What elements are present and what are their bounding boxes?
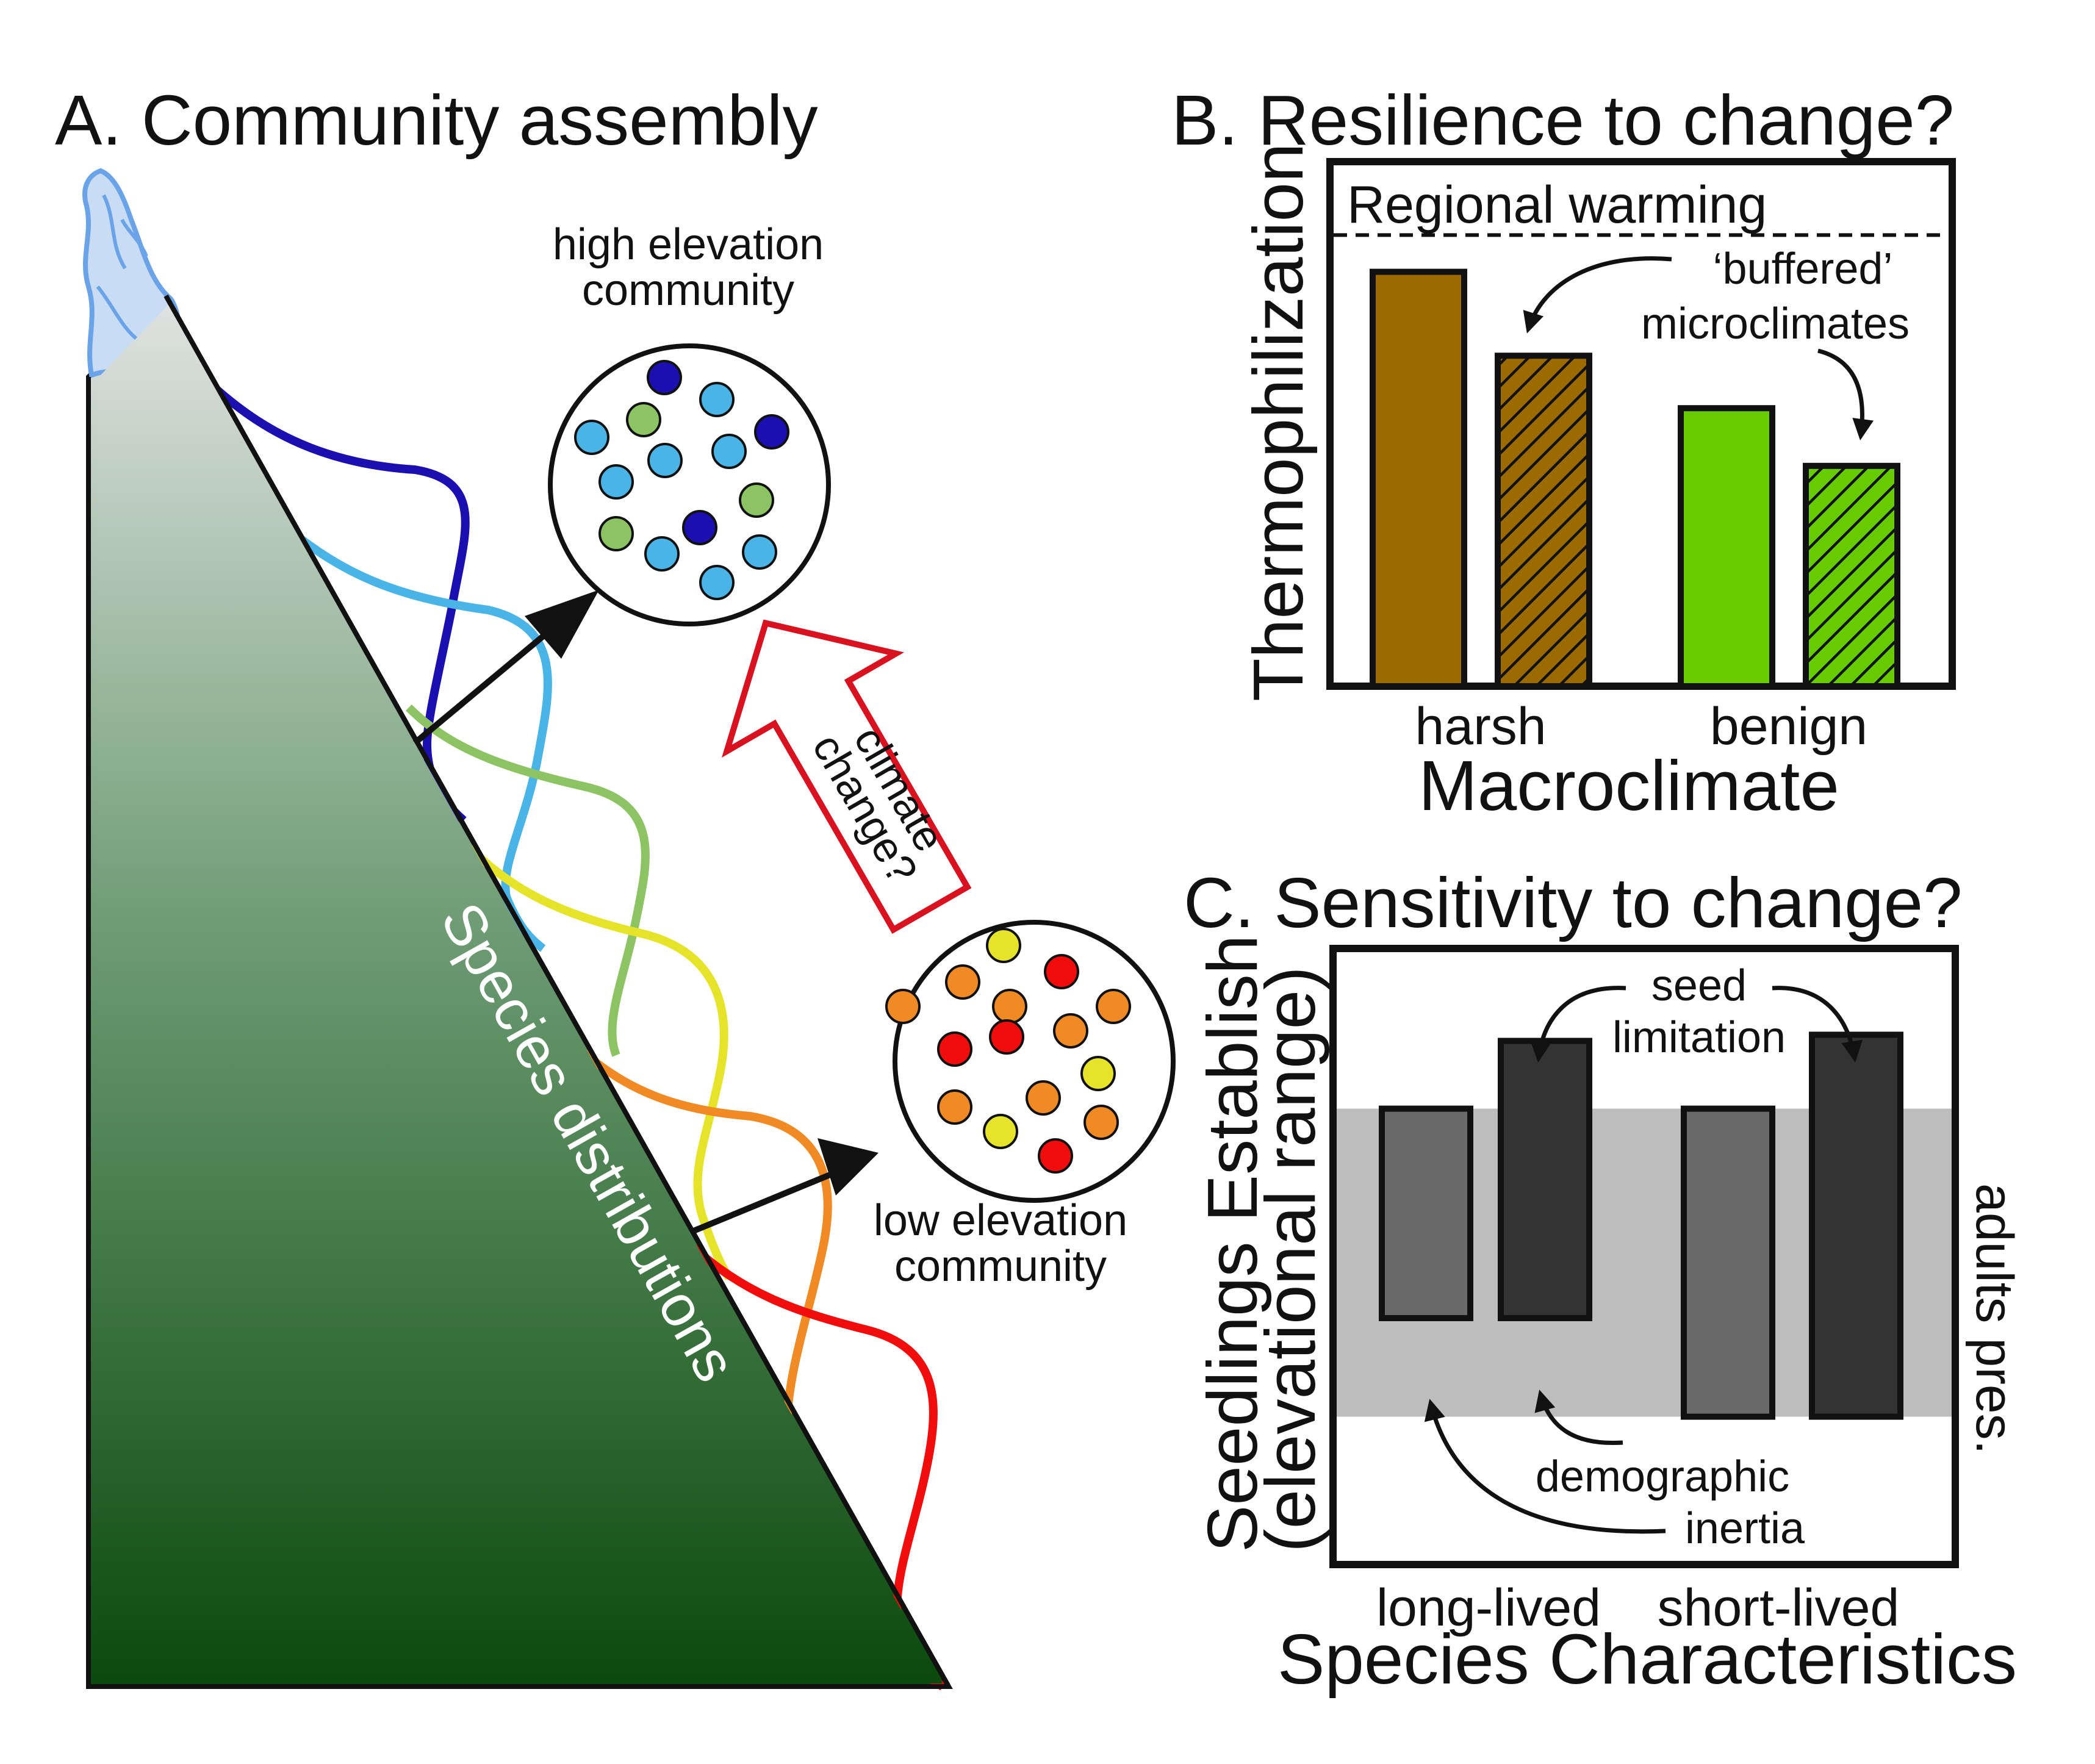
species-dot [644,536,680,572]
panel-b-title: B. Resilience to change? [1171,81,1954,160]
species-dot [986,928,1021,963]
species-dot [1053,1013,1088,1049]
species-dot [992,989,1027,1024]
species-dot [742,534,777,570]
species-dot [1083,1105,1119,1140]
x-tick-label: benign [1710,697,1867,756]
species-dot [574,420,609,455]
panel-c-title: C. Sensitivity to change? [1184,863,1963,942]
demo-arrow-right [1534,1389,1623,1446]
panel-c-ylabel-2: (elevational range) [1251,966,1330,1552]
mountain-frame [86,377,949,1689]
seed-label-1: seed [1651,961,1747,1010]
buffered-label-2: microclimates [1641,299,1910,348]
species-dot [937,1031,972,1067]
climate-change-arrow: climate change? [721,619,972,934]
high-community-dots [574,360,789,600]
species-dot [739,482,774,518]
panel-c-right-label: adults pres. [1965,1183,2024,1455]
demo-label-2: inertia [1685,1504,1805,1553]
species-dot [647,443,683,478]
panel-c-chart: long-lived short-lived [1337,1031,1952,1637]
panel-b-xlabel: Macroclimate [1418,746,1839,825]
panel-c: C. Sensitivity to change? long-lived shor… [1184,863,2024,1699]
demo-arrow-left [1424,1399,1666,1534]
species-dot [699,565,735,600]
species-dot [1044,954,1079,989]
reference-line-label: Regional warming [1347,176,1767,234]
x-tick-label: short-lived [1658,1579,1900,1637]
low-community-label-1: low elevation [874,1196,1127,1245]
species-dot [983,1114,1018,1149]
species-dot [598,516,634,551]
seed-arrow-right [1772,986,1863,1063]
panel-c-frame-overlay [1329,945,1959,1568]
low-community-dots [885,928,1131,1174]
species-dot [682,510,717,545]
species-curve-green [406,705,650,1057]
species-dot [885,989,921,1024]
glacier-crack-icon [96,194,148,343]
species-dot [989,1019,1024,1055]
seed-arrow-left [1530,986,1626,1063]
buffered-label-1: ‘buffered’ [1713,245,1893,293]
high-community-arrow [412,614,570,745]
low-community-circle [893,920,1176,1203]
climate-change-arrow-shape [721,619,972,934]
bar-harsh-2 [1495,353,1592,689]
x-tick-label: harsh [1415,697,1546,756]
bar-benign-1 [1678,405,1775,689]
species-dot [598,464,634,500]
slope-edge-top [164,295,951,1688]
species-dot [945,964,980,1000]
establishment-bar-1 [1379,1105,1473,1321]
establishment-bar-4 [1809,1031,1903,1420]
mountain-cover [98,305,943,1683]
species-dot [1080,1056,1116,1091]
bar-benign-2 [1803,462,1900,689]
low-community-arrow [689,1168,840,1235]
establishment-bar-2 [1498,1038,1592,1321]
species-curve-yellow [467,845,733,1280]
species-curve-dark-blue [203,376,470,824]
x-tick-label: long-lived [1376,1579,1601,1637]
panel-b-chart: harsh benign [1334,233,1949,756]
panel-a: A. Community assembly Species distributi… [55,81,1176,1691]
species-dot [937,1089,972,1125]
species-dot [699,382,735,417]
demo-label-1: demographic [1536,1452,1789,1501]
low-community-label-2: community [894,1242,1107,1291]
bar-harsh-1 [1370,268,1467,690]
species-dot [1026,1080,1061,1116]
panel-c-ylabel-1: Seedlings Establish [1193,935,1272,1552]
panel-b-ylabel: Thermophilization [1238,143,1318,701]
buffered-arrow-right [1817,348,1874,440]
panel-a-title: A. Community assembly [55,81,818,160]
species-dot [647,360,682,395]
species-dot [1096,989,1131,1024]
high-community-label-1: high elevation [553,220,824,269]
species-dot [626,402,661,437]
low-community-arrow-head [818,1138,879,1196]
panel-c-xlabel: Species Characteristics [1277,1619,2017,1699]
species-dot [754,414,789,450]
species-dot [711,434,747,469]
species-dot [1038,1138,1073,1174]
buffered-arrow-left [1523,256,1672,334]
high-community-circle [548,343,831,626]
high-community-label-2: community [582,266,794,315]
establishment-bar-3 [1681,1105,1775,1420]
panel-b: B. Resilience to change? harsh benign The… [1171,81,1956,825]
high-community-arrow-head [525,590,599,659]
seed-label-2: limitation [1612,1013,1786,1062]
